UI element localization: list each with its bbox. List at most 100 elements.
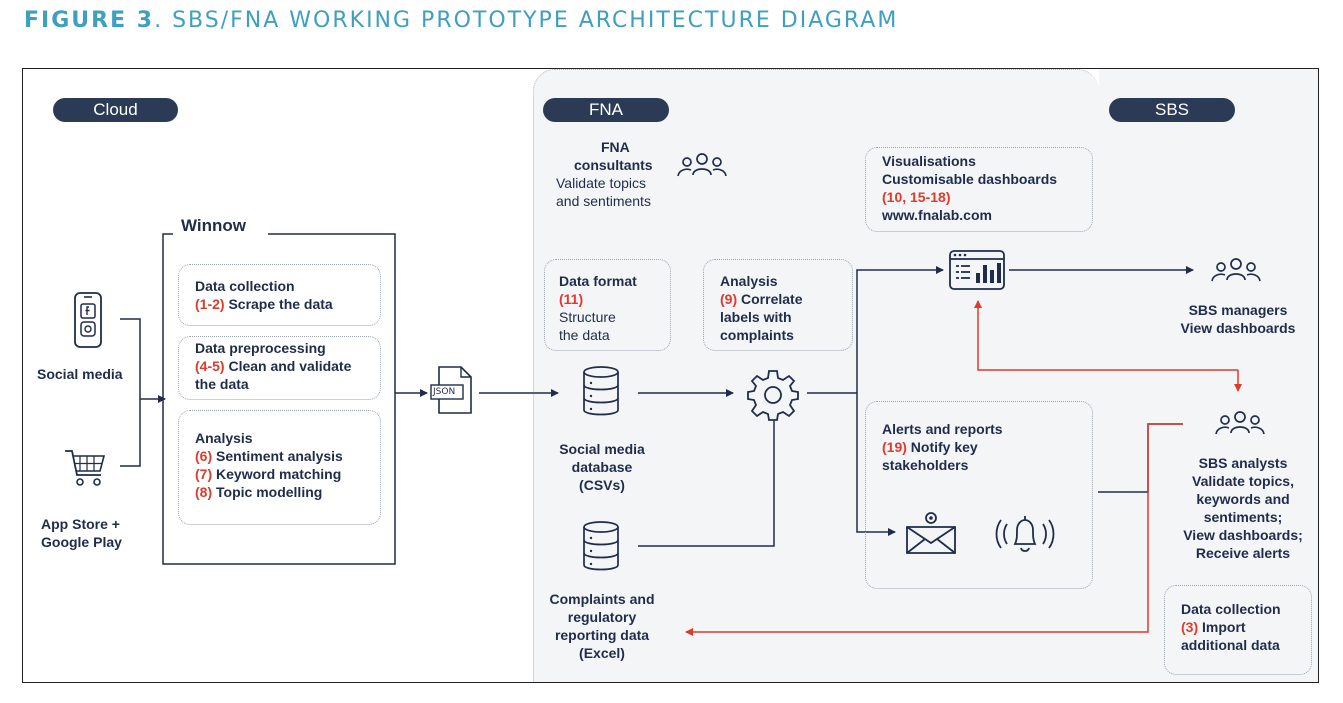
sbs-collection-ref: (3) (1181, 619, 1199, 635)
json-file-icon (430, 366, 472, 414)
sbs-managers-title: SBS managers (1188, 302, 1288, 318)
fna-analysis-line-1: (9) Correlate (720, 290, 802, 308)
winnow-preprocessing-text-1: Clean and validate (228, 358, 352, 374)
winnow-analysis-text-2: Keyword matching (216, 466, 342, 482)
fna-consultants-text-1: Validate topics (556, 175, 647, 191)
sbs-collection-title: Data collection (1181, 601, 1281, 617)
arrow-analysts-to-visualisations (974, 300, 1238, 371)
alerts-box (865, 401, 1093, 589)
sbs-label: SBS (1109, 98, 1235, 122)
sbs-collection-text-1: Import (1202, 619, 1246, 635)
data-format-text-2: the data (559, 327, 610, 343)
connector-complaints-to-gear (638, 421, 775, 547)
diagram-frame: Cloud FNA SBS Social media App Store + G… (22, 68, 1319, 683)
sbs-collection-box (1164, 585, 1312, 675)
social-db-line-2: database (571, 459, 633, 475)
figure-title-text: SBS/FNA WORKING PROTOTYPE ARCHITECTURE D… (172, 8, 899, 33)
cloud-label: Cloud (53, 98, 178, 122)
winnow-title: Winnow (181, 216, 246, 235)
sbs-analysts-line-4: View dashboards; (1183, 527, 1303, 543)
winnow-analysis-ref-1: (6) (195, 448, 213, 464)
connector-social-media (120, 318, 141, 399)
winnow-analysis-text-3: Topic modelling (216, 484, 323, 500)
winnow-frame (162, 233, 396, 565)
json-label: JSON (433, 387, 456, 397)
sbs-analysts-title: SBS analysts (1198, 455, 1288, 471)
arrow-sbs-to-complaints (685, 423, 1183, 636)
data-format-ref: (11) (559, 291, 584, 307)
dashboard-icon (949, 250, 1005, 290)
gear-icon (747, 370, 799, 421)
social-db-line-1: Social media (559, 441, 645, 457)
data-format-text-1: Structure (559, 309, 616, 325)
winnow-preprocessing-ref: (4-5) (195, 358, 225, 374)
alerts-text-2: stakeholders (882, 457, 969, 473)
people-icon (677, 153, 727, 177)
bell-icon (995, 516, 1055, 552)
complaints-db-line-3: reporting data (554, 627, 650, 643)
complaints-db-line-4: (Excel) (579, 645, 625, 661)
winnow-analysis-ref-2: (7) (195, 466, 213, 482)
complaints-db-line-2: regulatory (567, 609, 637, 625)
sbs-analysts-line-2: keywords and (1196, 491, 1290, 507)
email-icon (906, 512, 956, 554)
winnow-collection-box (178, 264, 381, 326)
sbs-analysts-line-1: Validate topics, (1192, 473, 1294, 489)
fna-panel (533, 69, 1099, 682)
winnow-collection-desc: Scrape the data (228, 296, 333, 312)
visualisations-ref: (10, 15-18) (882, 189, 951, 205)
social-media-label: Social media (37, 366, 123, 382)
arrow-to-visualisations (856, 266, 944, 393)
figure-title-separator: . (154, 8, 173, 33)
fna-label: FNA (543, 98, 669, 122)
alerts-title: Alerts and reports (882, 421, 1003, 437)
winnow-analysis-text-1: Sentiment analysis (216, 448, 343, 464)
winnow-analysis-item-2: (7) Keyword matching (195, 465, 341, 483)
winnow-analysis-item-3: (8) Topic modelling (195, 483, 322, 501)
fna-analysis-ref: (9) (720, 291, 738, 307)
shopping-cart-icon (65, 450, 106, 486)
sbs-collection-line-1: (3) Import (1181, 618, 1246, 636)
arrow-to-alerts (856, 393, 896, 536)
visualisations-title: Visualisations (882, 153, 976, 169)
winnow-analysis-ref-3: (8) (195, 484, 213, 500)
sbs-collection-text-2: additional data (1181, 637, 1280, 653)
connectors (120, 233, 1242, 636)
fna-consultants-title-2: consultants (574, 157, 653, 173)
fna-consultants-title-1: FNA (601, 139, 630, 155)
fna-analysis-text-2: labels with (720, 309, 792, 325)
sbs-panel (1099, 69, 1318, 682)
winnow-collection-text: (1-2) Scrape the data (195, 295, 333, 313)
sbs-analysts-people-icon (1215, 411, 1265, 435)
alerts-line-1: (19) Notify key (882, 438, 978, 456)
winnow-preprocessing-title: Data preprocessing (195, 340, 326, 356)
figure-number: FIGURE 3 (24, 8, 155, 33)
complaints-database-icon (583, 521, 619, 571)
winnow-collection-ref: (1-2) (195, 296, 225, 312)
winnow-preprocessing-line-1: (4-5) Clean and validate (195, 357, 351, 375)
winnow-analysis-item-1: (6) Sentiment analysis (195, 447, 343, 465)
complaints-db-line-1: Complaints and (549, 591, 655, 607)
social-media-database-icon (583, 366, 619, 416)
fna-analysis-title: Analysis (720, 273, 778, 289)
visualisations-box (865, 147, 1093, 232)
connector-app-store (120, 399, 141, 467)
fna-analysis-text-1: Correlate (741, 291, 803, 307)
winnow-preprocessing-box (178, 336, 381, 400)
winnow-analysis-box (178, 410, 381, 525)
sbs-managers-people-icon (1211, 258, 1261, 282)
sbs-analysts-line-3: sentiments; (1203, 509, 1283, 525)
alerts-text-1: Notify key (910, 439, 978, 455)
winnow-preprocessing-text-2: the data (195, 376, 249, 392)
phone-icon (74, 292, 102, 348)
visualisations-url: www.fnalab.com (882, 207, 992, 223)
sbs-analysts-line-5: Receive alerts (1195, 545, 1291, 561)
winnow-collection-title: Data collection (195, 278, 295, 294)
data-format-title: Data format (559, 273, 637, 289)
app-store-label-1: App Store + (41, 516, 120, 532)
sbs-managers-text: View dashboards (1180, 320, 1296, 336)
winnow-analysis-title: Analysis (195, 430, 253, 446)
fna-analysis-text-3: complaints (720, 327, 794, 343)
social-db-line-3: (CSVs) (579, 477, 625, 493)
figure-title: FIGURE 3. SBS/FNA WORKING PROTOTYPE ARCH… (24, 8, 898, 33)
